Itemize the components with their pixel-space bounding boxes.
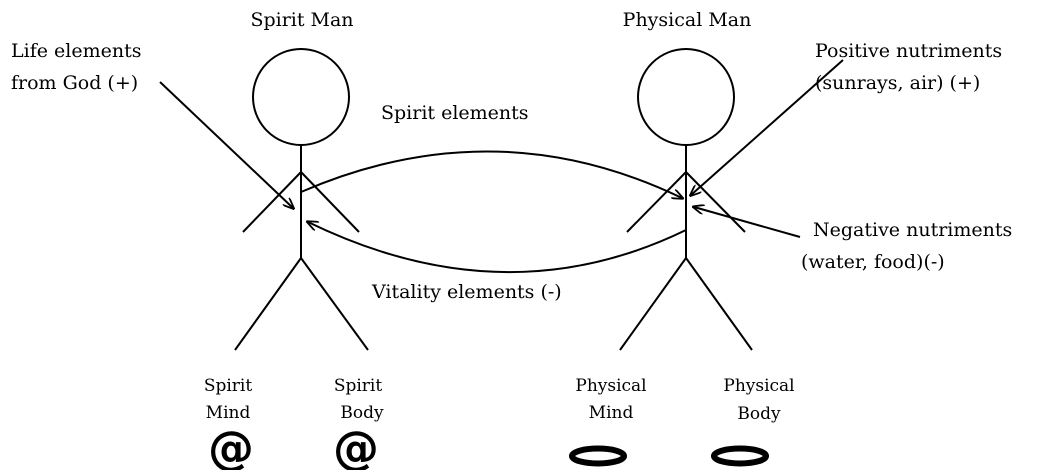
physical-man-right-arm xyxy=(686,172,745,232)
spirit-man-left-leg xyxy=(235,258,301,350)
physical-mind-symbol xyxy=(572,449,624,464)
spirit-mind-label-line2: Mind xyxy=(206,403,251,423)
physical-man-left-leg xyxy=(620,258,686,350)
spirit-elements-label: Spirit elements xyxy=(381,102,529,124)
negative-nutriments-arrow xyxy=(694,207,800,237)
spirit-man-right-leg xyxy=(301,258,368,350)
negative-nutriments-label-line1: Negative nutriments xyxy=(813,219,1012,241)
spirit-body-label-line2: Body xyxy=(340,403,384,423)
spirit-man-figure xyxy=(235,49,368,350)
spirit-man-title: Spirit Man xyxy=(250,9,353,31)
spirit-mind-symbol: @ xyxy=(208,421,254,470)
spirit-mind-label-line1: Spirit xyxy=(204,376,253,396)
life-elements-label-line2: from God (+) xyxy=(11,72,138,94)
physical-man-figure xyxy=(620,49,752,350)
physical-mind-label-line1: Physical xyxy=(575,376,646,396)
physical-mind-label-line2: Mind xyxy=(589,403,634,423)
physical-body-label-line2: Body xyxy=(737,404,781,424)
vitality-elements-label: Vitality elements (-) xyxy=(371,281,562,303)
positive-nutriments-label-line1: Positive nutriments xyxy=(815,40,1002,62)
life-elements-arrow xyxy=(160,82,293,208)
positive-nutriments-label-line2: (sunrays, air) (+) xyxy=(815,72,980,94)
physical-man-head xyxy=(638,49,734,145)
life-elements-label-line1: Life elements xyxy=(11,40,141,62)
physical-man-left-arm xyxy=(627,172,686,232)
spirit-body-label-line1: Spirit xyxy=(334,376,383,396)
physical-man-right-leg xyxy=(686,258,752,350)
spirit-man-head xyxy=(253,49,349,145)
physical-body-symbol xyxy=(714,449,766,464)
negative-nutriments-label-line2: (water, food)(-) xyxy=(801,251,945,273)
physical-man-title: Physical Man xyxy=(623,9,752,31)
physical-body-label-line1: Physical xyxy=(723,376,794,396)
spirit-body-symbol: @ xyxy=(333,421,379,470)
spirit-man-left-arm xyxy=(243,172,301,232)
spirit-elements-arrow xyxy=(301,151,682,198)
